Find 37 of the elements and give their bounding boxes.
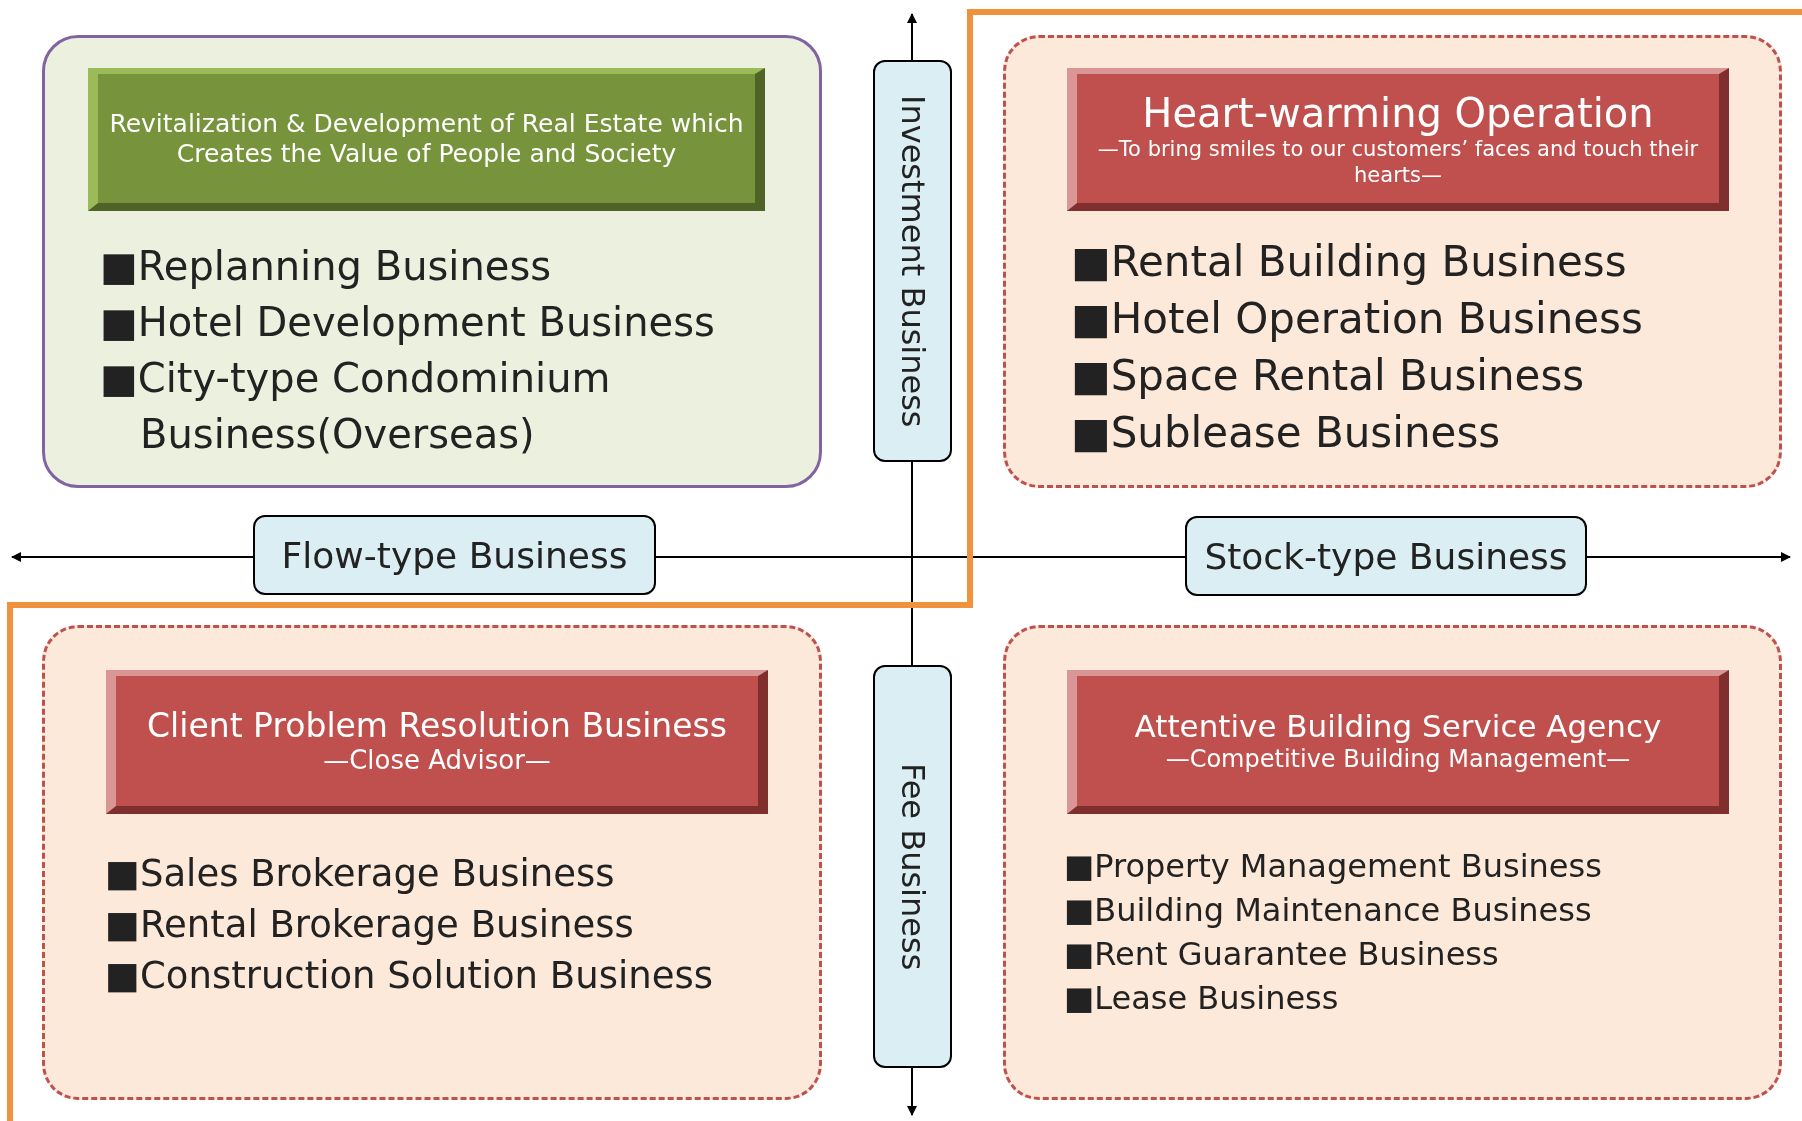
list-item: ■Rental Brokerage Business: [105, 902, 635, 948]
heading-banner: [88, 68, 765, 211]
axis-label-box: [873, 60, 952, 462]
list-item: ■Space Rental Business: [1071, 350, 1586, 402]
axis-label-box: [253, 515, 656, 595]
heading-text: Heart-warming Operation: [1142, 89, 1654, 138]
heading-banner: [1067, 68, 1729, 211]
list-item: ■Rental Building Business: [1071, 236, 1628, 288]
quadrant-panel: [42, 35, 822, 488]
heading-banner: [106, 670, 768, 814]
list-item: ■Construction Solution Business: [105, 953, 714, 999]
list-item: ■Hotel Operation Business: [1071, 293, 1644, 345]
axis-label: Fee Business: [893, 762, 932, 971]
list-item: ■Hotel Development Business: [100, 298, 716, 347]
heading-text: Attentive Building Service Agency: [1134, 708, 1662, 746]
list-item: ■Replanning Business: [100, 242, 553, 291]
list-item: ■Lease Business: [1064, 978, 1340, 1019]
quadrant-panel: [42, 625, 822, 1100]
list-item: ■Property Management Business: [1064, 846, 1603, 887]
quadrant-panel: [1003, 625, 1782, 1100]
axis-label: Flow-type Business: [281, 534, 628, 576]
list-item: ■Building Maintenance Business: [1064, 890, 1593, 931]
list-item: ■Sales Brokerage Business: [105, 851, 616, 897]
list-item: ■Rent Guarantee Business: [1064, 934, 1500, 975]
list-item: ■Sublease Business: [1071, 407, 1502, 459]
axis-label-box: [1185, 516, 1587, 596]
heading-banner: [1067, 670, 1729, 814]
axis-label-box: [873, 665, 952, 1068]
subheading-text: —To bring smiles to our customers’ faces and touch their hearts—: [1096, 137, 1700, 188]
axis-label: Investment Business: [893, 94, 932, 428]
axis-label: Stock-type Business: [1204, 535, 1568, 577]
quadrant-panel: [1003, 35, 1782, 488]
heading-text: Client Problem Resolution Business: [147, 705, 727, 746]
list-item: ■City-type Condominium Business(Overseas): [100, 354, 612, 459]
subheading-text: —Competitive Building Management—: [1165, 745, 1631, 774]
subheading-text: —Close Advisor—: [323, 745, 551, 777]
heading-text: Revitalization & Development of Real Estate which Creates the Value of People and Society: [108, 108, 745, 169]
